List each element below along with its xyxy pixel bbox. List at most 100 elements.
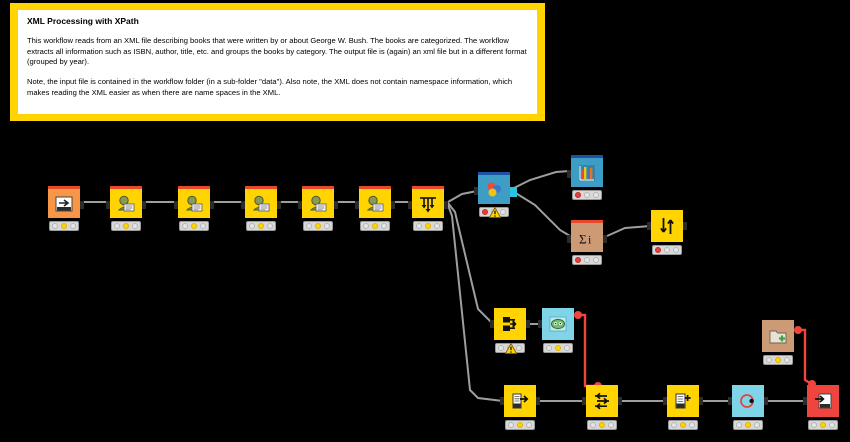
port-out[interactable] <box>603 235 607 243</box>
led-yellow <box>744 422 751 428</box>
annotation-inner: XML Processing with XPath This workflow … <box>18 10 537 114</box>
led-yellow <box>598 422 605 428</box>
node-bar-chart[interactable] <box>567 155 603 200</box>
xml-writer-body[interactable] <box>803 385 839 417</box>
led-yellow <box>314 223 321 229</box>
node-joiner[interactable] <box>500 385 540 430</box>
group-by-sigma-icon: Σ i <box>579 231 592 246</box>
led-red <box>654 247 661 253</box>
java-edit-variable-body[interactable] <box>538 308 574 340</box>
port-out[interactable] <box>764 397 768 405</box>
port-out[interactable] <box>334 201 338 209</box>
port-out[interactable] <box>536 397 540 405</box>
port-in[interactable] <box>663 397 667 405</box>
table-structure-body[interactable] <box>490 308 530 340</box>
xpath-body[interactable] <box>355 186 395 218</box>
led-red <box>810 422 817 428</box>
group-by-body[interactable]: Σ i <box>567 220 607 252</box>
wire-colormanager-groupby <box>513 191 571 237</box>
bar-chart-body[interactable] <box>567 155 603 187</box>
led-red <box>574 192 581 198</box>
xpath-body[interactable] <box>241 186 281 218</box>
port-in[interactable] <box>298 201 302 209</box>
node-xpath-1[interactable] <box>106 186 146 231</box>
port-in[interactable] <box>490 320 494 328</box>
port-in[interactable] <box>408 201 412 209</box>
bar-chart-icon <box>579 164 595 181</box>
xpath-body[interactable] <box>298 186 338 218</box>
node-xml-reader[interactable] <box>48 186 84 231</box>
node-sorter[interactable] <box>647 210 687 255</box>
port-out[interactable] <box>277 201 281 209</box>
led-red <box>305 223 312 229</box>
xpath-body[interactable] <box>106 186 146 218</box>
port-in[interactable] <box>567 170 571 178</box>
port-in[interactable] <box>728 397 732 405</box>
node-ungroup[interactable] <box>408 186 448 231</box>
node-xpath-5[interactable] <box>355 186 395 231</box>
port-out[interactable] <box>444 201 448 209</box>
led-yellow <box>190 223 197 229</box>
node-java-edit-variable[interactable] <box>538 308 574 353</box>
xml-column-combine-body[interactable] <box>728 385 768 417</box>
status-bar <box>587 420 617 430</box>
node-xpath-2[interactable] <box>174 186 214 231</box>
port-out[interactable] <box>142 201 146 209</box>
port-in[interactable] <box>567 235 571 243</box>
port-out[interactable] <box>526 320 530 328</box>
svg-text:i: i <box>588 232 592 246</box>
port-out[interactable] <box>391 201 395 209</box>
port-in[interactable] <box>106 201 110 209</box>
port-in[interactable] <box>538 320 542 328</box>
port-in[interactable] <box>174 201 178 209</box>
port-in[interactable] <box>355 201 359 209</box>
port-out[interactable] <box>683 222 687 230</box>
led-green <box>70 223 77 229</box>
xml-reader-body[interactable] <box>48 186 84 218</box>
node-xpath-4[interactable] <box>298 186 338 231</box>
port-out[interactable] <box>618 397 622 405</box>
node-xml-writer[interactable] <box>803 385 839 430</box>
color-circles-icon <box>487 182 501 196</box>
port-out[interactable] <box>80 201 84 209</box>
port-out[interactable] <box>510 187 517 197</box>
node-column-rename[interactable] <box>663 385 703 430</box>
port-in[interactable] <box>474 187 478 195</box>
flowvar-port-javaedit-out <box>574 311 582 319</box>
port-in[interactable] <box>582 397 586 405</box>
port-in[interactable] <box>500 397 504 405</box>
color-manager-body[interactable] <box>474 172 517 204</box>
xml-writer-icon <box>815 393 832 409</box>
led-yellow <box>60 223 67 229</box>
column-resorter-body[interactable] <box>582 385 622 417</box>
node-group-by[interactable]: Σ i <box>567 220 607 265</box>
annotation-title: XML Processing with XPath <box>27 16 139 26</box>
column-rename-body[interactable] <box>663 385 703 417</box>
wire-ungroup-joiner <box>447 204 504 402</box>
port-in[interactable] <box>803 397 807 405</box>
port-in[interactable] <box>647 222 651 230</box>
led-green <box>324 223 331 229</box>
node-create-folder[interactable] <box>762 320 794 365</box>
xpath-body[interactable] <box>174 186 214 218</box>
column-resorter-icon <box>595 392 609 410</box>
port-out[interactable] <box>210 201 214 209</box>
wire-flowvar-createfolder-writer <box>798 328 816 388</box>
sorter-body[interactable] <box>647 210 687 242</box>
node-xml-column-combine[interactable] <box>728 385 768 430</box>
port-in[interactable] <box>241 201 245 209</box>
led-red <box>589 422 596 428</box>
led-green <box>829 422 836 428</box>
xml-reader-icon <box>55 196 73 211</box>
node-table-structure[interactable] <box>490 308 530 354</box>
status-bar <box>360 221 390 231</box>
node-column-resorter[interactable] <box>582 385 622 430</box>
workflow-annotation[interactable]: XML Processing with XPath This workflow … <box>10 3 545 121</box>
create-folder-body[interactable] <box>762 320 794 352</box>
port-out[interactable] <box>699 397 703 405</box>
joiner-body[interactable] <box>500 385 540 417</box>
ungroup-body[interactable] <box>408 186 448 218</box>
node-xpath-3[interactable] <box>241 186 281 231</box>
node-color-manager[interactable] <box>474 172 517 218</box>
